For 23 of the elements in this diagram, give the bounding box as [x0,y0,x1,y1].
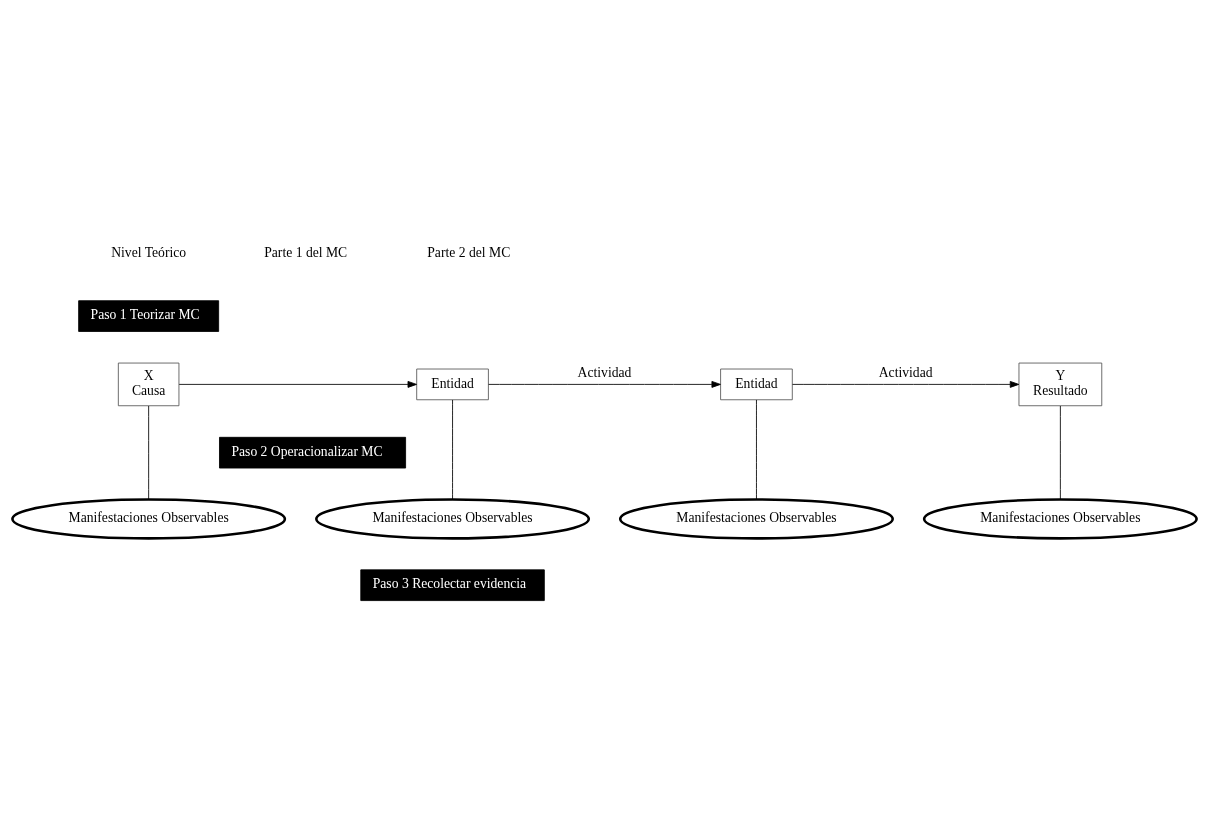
arrow [792,380,1020,388]
node-box: Y Resultado [1018,362,1103,406]
node-ellipse: Manifestaciones Observables [922,497,1198,540]
node-ellipse: Manifestaciones Observables [315,497,591,540]
label: Parte 1 del MC [264,244,348,260]
edge-label: Actividad [577,364,632,380]
node-box: Entidad [720,368,793,400]
label: Nivel Teórico [111,244,187,260]
node-box: Paso 2 Operacionalizar MC [219,436,407,468]
node-ellipse: Manifestaciones Observables [11,497,287,540]
edge-label: Actividad [878,364,933,380]
connector [756,399,757,500]
label: Parte 2 del MC [427,244,511,260]
connector [1059,405,1061,500]
node-box: Paso 1 Teorizar MC [78,299,220,332]
connector [148,405,150,500]
connector [452,399,453,500]
node-ellipse: Manifestaciones Observables [618,497,894,540]
arrow [178,380,417,388]
node-box: Entidad [416,368,489,400]
node-box: X Causa [117,362,180,406]
arrow [488,380,721,388]
node-box: Paso 3 Recolectar evidencia [360,568,545,601]
